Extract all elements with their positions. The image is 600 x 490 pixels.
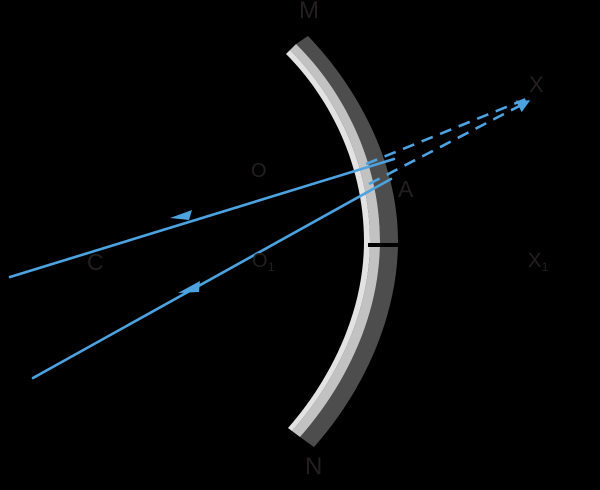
label-axis-point-x1: X1 [528,250,549,274]
mirror-backing [296,36,398,447]
label-mirror-top: M [299,0,319,24]
virtual-ray-lower [368,99,531,186]
label-ray-o: O [251,160,267,182]
reflected-ray-upper-arrowhead [170,210,192,220]
reflected-ray-lower-arrowhead [178,281,200,293]
mirror-reflective-surface [290,44,380,437]
label-axis-point-x1-subscript: 1 [541,259,549,274]
label-ray-o1-subscript: 1 [267,259,275,274]
mirror-edge-highlight [286,50,370,431]
label-ray-o1-base: O [252,250,268,272]
label-image-point-x: X [529,72,544,97]
label-centre-c: C [87,249,104,275]
convex-mirror [286,36,398,447]
label-mirror-bottom: N [305,453,323,480]
reflected-ray-upper [8,157,396,279]
label-axis-point-x1-base: X [528,250,542,272]
virtual-ray-group [365,95,532,186]
reflected-ray-group [8,157,396,380]
label-ray-o1: O1 [252,250,275,274]
virtual-ray-upper [365,95,532,166]
reflected-ray-lower [31,177,393,380]
label-pole-a: A [398,176,414,202]
